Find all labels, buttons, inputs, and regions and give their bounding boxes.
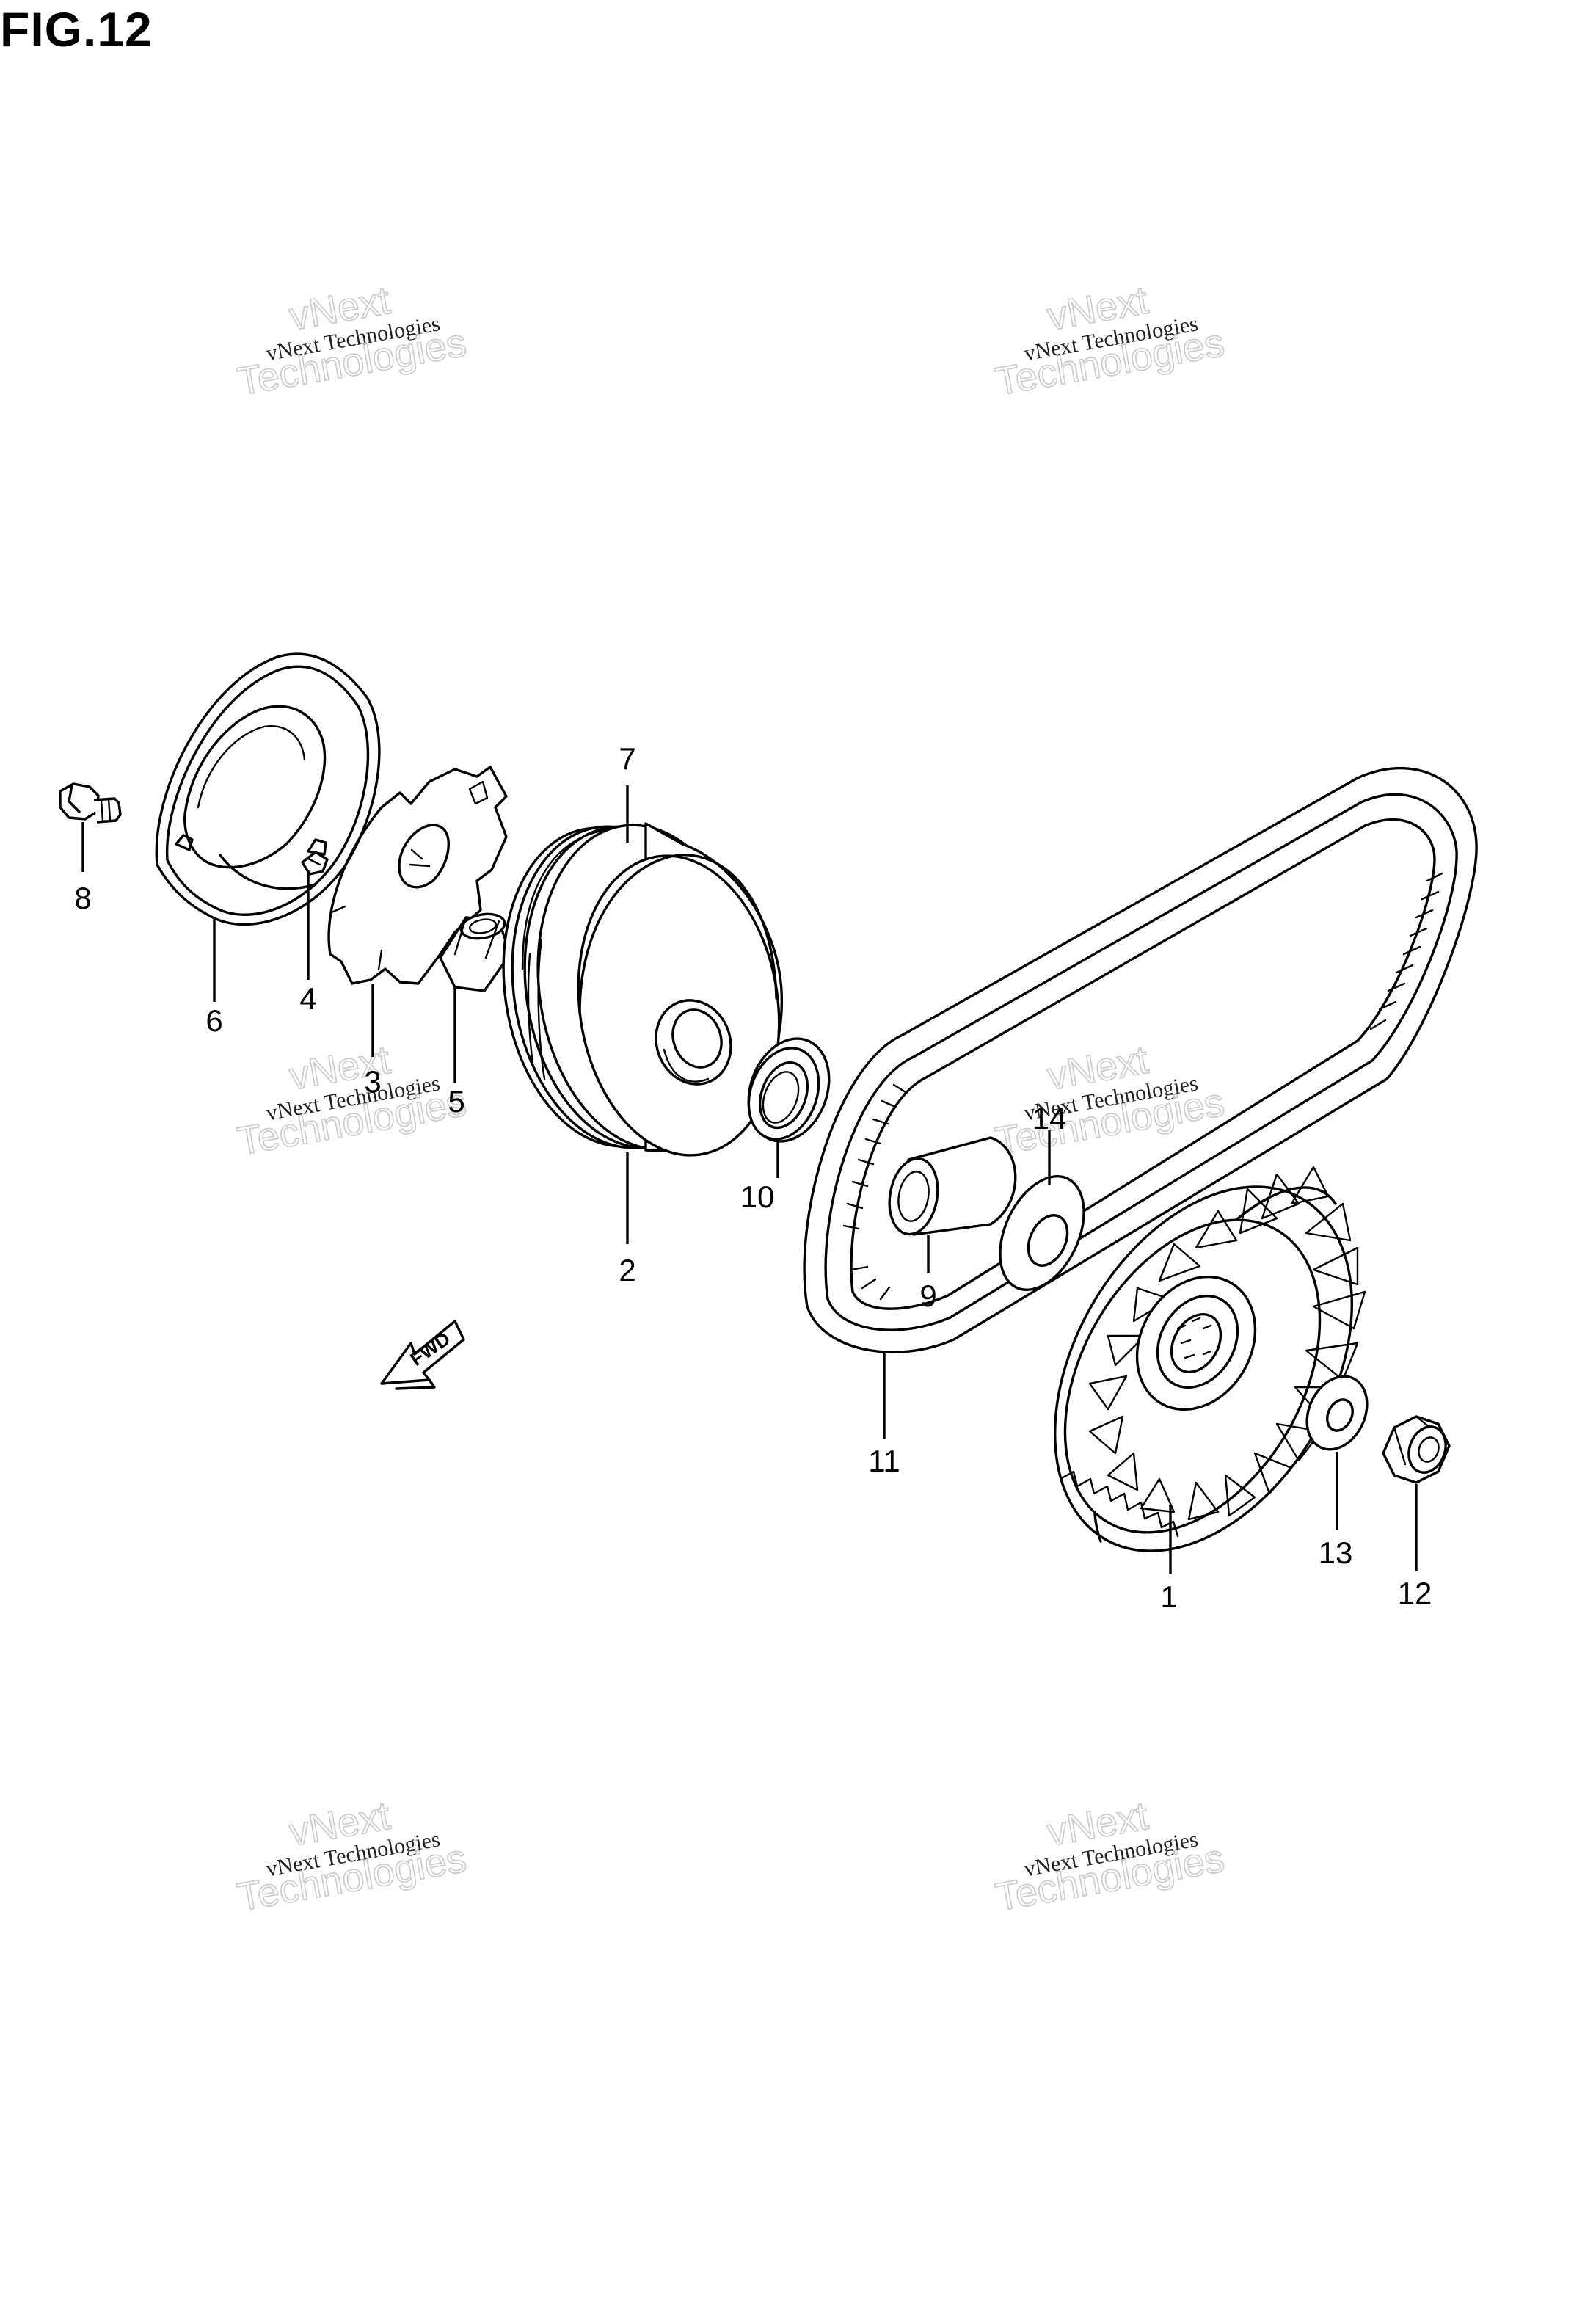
callout-labels: 1 2 3 4 5 6 7 8 9 10 11 12 13 14 — [74, 741, 1432, 1614]
figure-title: FIG.12 — [0, 2, 153, 57]
watermark-top-right: vNext vNext Technologies Technologies — [991, 277, 1228, 404]
fwd-direction-arrow: FWD — [380, 1320, 465, 1390]
callout-6: 6 — [205, 1003, 222, 1038]
callout-11: 11 — [868, 1444, 900, 1478]
callout-14: 14 — [1032, 1101, 1067, 1135]
watermark-middle-left: vNext vNext Technologies Technologies — [233, 1037, 470, 1164]
leader-lines — [81, 785, 1418, 1574]
part-3-ramp-plate — [327, 766, 508, 985]
part-14-washer — [999, 1175, 1085, 1291]
part-12-nut — [1382, 1415, 1451, 1484]
part-9-collar — [888, 1136, 1017, 1236]
callout-9: 9 — [919, 1279, 936, 1313]
part-1-driven-face — [1054, 1166, 1366, 1552]
callout-2: 2 — [619, 1253, 635, 1287]
callout-1: 1 — [1160, 1579, 1177, 1614]
part-8-bolt — [59, 782, 122, 824]
part-11-v-belt — [803, 766, 1478, 1353]
watermark-bottom-right: vNext vNext Technologies Technologies — [991, 1793, 1228, 1920]
callout-4: 4 — [299, 981, 316, 1016]
callout-3: 3 — [364, 1064, 381, 1099]
part-13-washer — [1305, 1375, 1369, 1451]
part-5-slider — [439, 912, 511, 992]
part-6-cover-plate — [155, 652, 381, 926]
callout-12: 12 — [1398, 1576, 1432, 1610]
watermark-bottom-left: vNext vNext Technologies Technologies — [233, 1793, 470, 1920]
part-2-drive-pulley — [502, 822, 784, 1157]
part-10-oil-seal — [747, 1037, 831, 1143]
callout-8: 8 — [74, 881, 91, 915]
callout-7: 7 — [619, 741, 635, 776]
callout-10: 10 — [740, 1179, 775, 1214]
callout-5: 5 — [448, 1084, 464, 1119]
watermark-top-left: vNext vNext Technologies Technologies — [233, 277, 470, 404]
callout-13: 13 — [1319, 1535, 1353, 1570]
